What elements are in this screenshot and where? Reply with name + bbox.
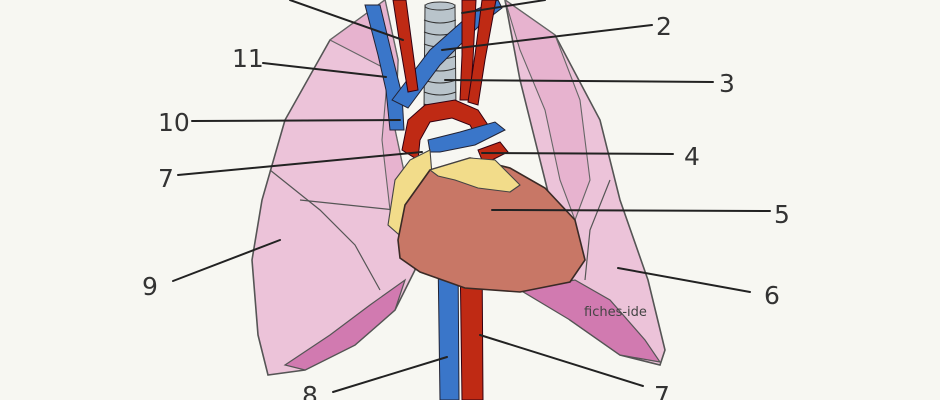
label-7-lower: 7 xyxy=(654,381,670,400)
label-3: 3 xyxy=(719,69,735,98)
label-6: 6 xyxy=(764,281,780,310)
label-8: 8 xyxy=(302,381,318,400)
heart xyxy=(387,149,586,293)
label-11: 11 xyxy=(232,44,264,73)
label-4: 4 xyxy=(684,142,700,171)
label-9: 9 xyxy=(142,272,158,301)
pulmonary-artery xyxy=(427,121,506,153)
pulmonary-vein xyxy=(477,141,509,161)
label-2: 2 xyxy=(656,12,672,41)
carotid-arteries xyxy=(392,0,497,106)
watermark-text: fiches-ide xyxy=(584,305,647,320)
label-10: 10 xyxy=(158,108,190,137)
label-7-upper: 7 xyxy=(158,164,174,193)
leader-lines xyxy=(172,0,771,393)
label-5: 5 xyxy=(774,200,790,229)
left-lung xyxy=(504,0,666,366)
